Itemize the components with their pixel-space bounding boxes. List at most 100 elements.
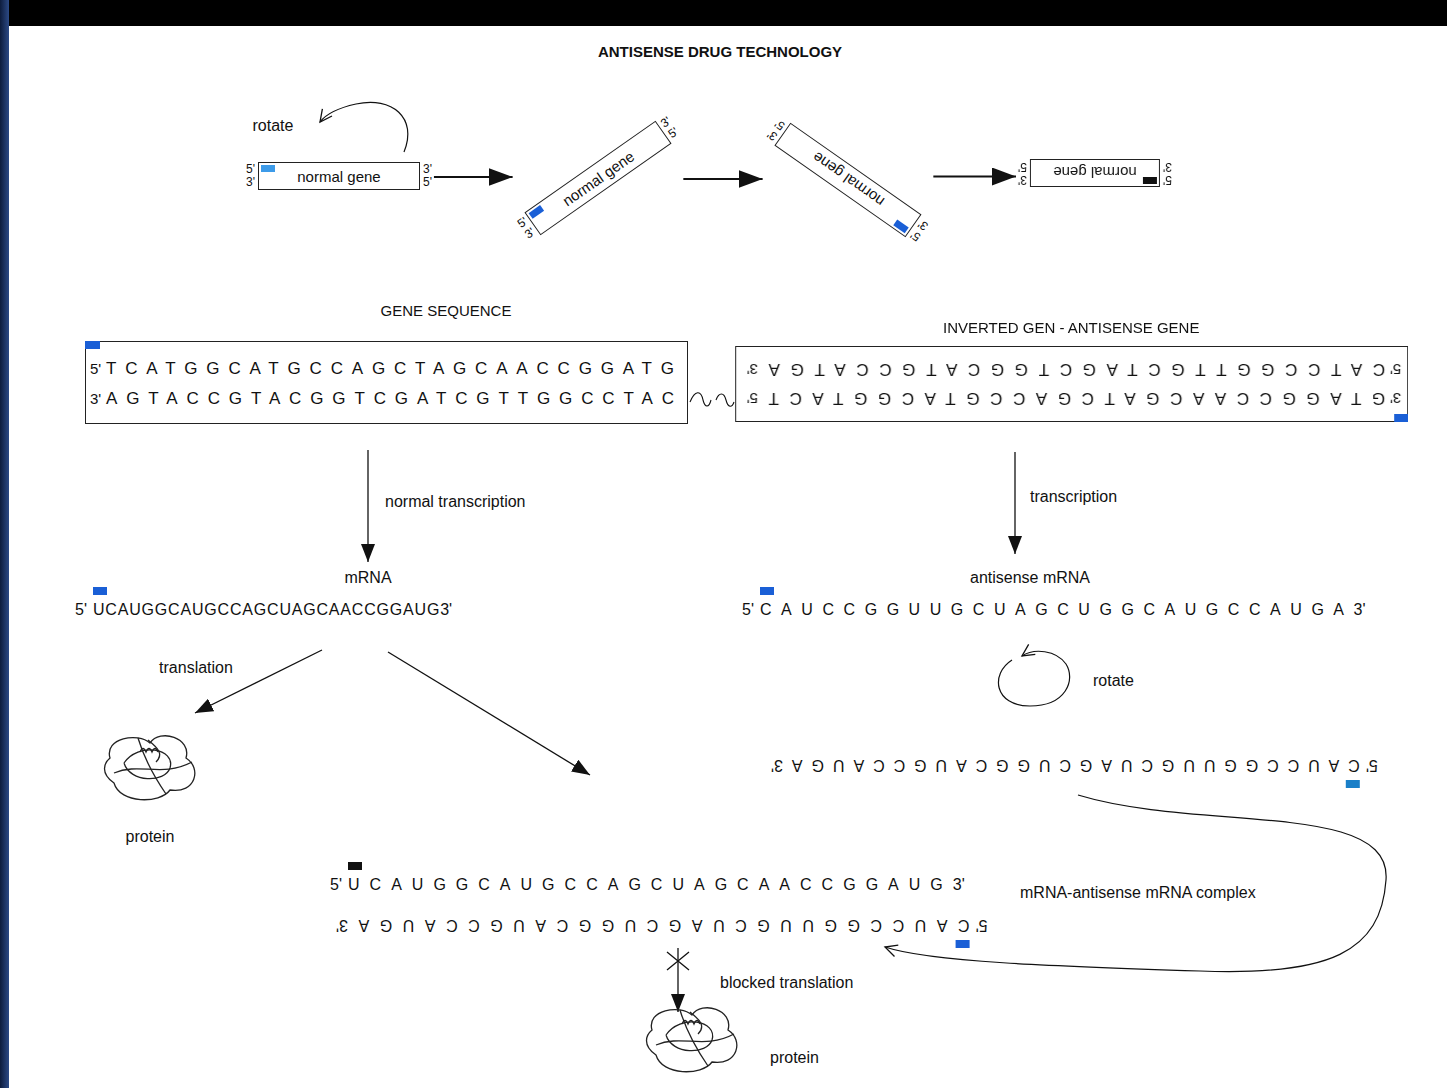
strand-ends: 5'3' <box>1163 160 1172 186</box>
sequence-line: 5'UCAUGGCAUGCCAGCUAGCAACCGGAUG3' <box>330 874 971 896</box>
text-label: transcription <box>1030 487 1117 507</box>
rotate-arrow <box>320 102 408 152</box>
sequence-text: GTAGGCCAACGATCGACCGTACGGTACT <box>758 384 1385 413</box>
strand-end: 5' <box>1360 754 1378 776</box>
gene-rect: normal gene <box>524 121 671 236</box>
gene-box: 5'3'normal gene3'5' <box>515 114 682 242</box>
sequence-row: 3'AGTACCGTACGGTCGATCGTTGGCCTAC <box>90 384 683 414</box>
sequence-box: INVERTED GEN - ANTISENSE GENE3'GTAGGCCAA… <box>735 346 1408 422</box>
strand-ends: 3'5' <box>1018 160 1027 186</box>
sequence-row: 5'TCATGGCATGCCAGCTAGCAACCGGATG <box>90 354 683 384</box>
strand-end: 5' <box>423 176 432 189</box>
strand-end: 3' <box>953 874 971 896</box>
strand-end: 5' <box>330 874 348 896</box>
sequence-box: GENE SEQUENCE5'TCATGGCATGCCAGCTAGCAACCGG… <box>85 341 688 424</box>
gene-rect: normal gene <box>774 123 921 238</box>
strand-ends: 3'5' <box>423 163 432 189</box>
block-cross <box>667 952 689 970</box>
strand-end: 3' <box>1018 173 1027 186</box>
sequence-text: AGTACCGTACGGTCGATCGTTGGCCTAC <box>106 384 683 414</box>
gene-label: normal gene <box>809 149 887 211</box>
gene-rect: normal gene <box>258 162 420 190</box>
transcription-arrow <box>1014 452 1015 554</box>
top-band <box>0 0 1447 26</box>
sequence-text: CAUCCGGUUGCUAGCUGGCAUGCCAUGA <box>348 914 970 936</box>
strand-end: 3' <box>1385 384 1401 413</box>
strand-marker <box>529 205 544 219</box>
strand-end: 3' <box>1163 160 1172 173</box>
strand-end: 5' <box>90 354 106 384</box>
strand-end: 5' <box>970 914 988 936</box>
sequence-text: TCATGGCATGCCAGCTAGCAACCGGATG <box>106 354 683 384</box>
strand-end: 5' <box>1163 173 1172 186</box>
strand-end: 3' <box>742 355 758 384</box>
box-heading: GENE SEQUENCE <box>381 302 512 320</box>
strand-end: 3' <box>1354 599 1372 621</box>
strand-ends: 5'3' <box>246 163 255 189</box>
gene-rect: normal gene <box>1030 159 1160 187</box>
sequence-text: CATCCGGTTGCTAGCTGGCATGCCATGA <box>758 355 1385 384</box>
text-label: protein <box>770 1048 819 1068</box>
strand-end: 3' <box>330 914 348 936</box>
text-label: mRNA <box>344 568 391 588</box>
sequence-line: 5'UCAUGGCAUGCCAGCUAGCAACCGGAUG3' <box>75 599 458 621</box>
gene-label: normal gene <box>559 147 637 209</box>
sequence-text: CAUCCGGUUGCUAGCUGGCAUGCCAUGA <box>760 599 1354 621</box>
strand-end: 3' <box>246 176 255 189</box>
sequence-row: 3'GTAGGCCAACGATCGACCGTACGGTACT5' <box>742 384 1401 413</box>
strand-end: 3' <box>916 217 931 233</box>
gene-box: 5'3'normal gene3'5' <box>765 116 932 244</box>
text-label: rotate <box>1093 671 1134 691</box>
strand-marker <box>893 219 908 233</box>
strand-end: 3' <box>440 599 458 621</box>
strand-marker <box>1394 414 1408 422</box>
strand-end: 5' <box>742 384 758 413</box>
strand-marker <box>93 587 107 595</box>
sequence-line: 5'CAUCCGGUUGCUAGCUGGCAUGCCAUGA3' <box>330 914 988 936</box>
gene-label: normal gene <box>297 168 380 185</box>
strand-end: 3' <box>90 384 106 414</box>
sequence-line: 5'CAUCCGGUUGCUAGCUGGCAUGCCAUGA3' <box>765 754 1378 776</box>
protein-blob <box>105 736 195 800</box>
blocked-arrow <box>677 948 678 1012</box>
sequence-text: UCAUGGCAUGCCAGCUAGCAACCGGAUG <box>93 599 440 621</box>
transcription-arrow <box>367 450 368 562</box>
text-label: mRNA-antisense mRNA complex <box>1020 883 1256 903</box>
join-squiggle <box>690 393 734 407</box>
strand-marker <box>348 862 362 870</box>
strand-marker <box>956 940 970 948</box>
gene-box: 5'3'normal gene3'5' <box>246 162 432 190</box>
flow-arrow <box>933 176 1016 178</box>
sequence-row: 5'CATCCGGTTGCTAGCTGGCATGCCATGA3' <box>742 355 1401 384</box>
gene-box: 5'3'normal gene3'5' <box>1018 159 1172 187</box>
strand-marker <box>760 587 774 595</box>
strand-marker <box>1346 780 1360 788</box>
strand-end: 3' <box>423 163 432 176</box>
text-label: normal transcription <box>385 492 526 512</box>
strand-end: 5' <box>1018 160 1027 173</box>
gene-label: normal gene <box>1053 165 1136 182</box>
sequence-line: 5'CAUCCGGUUGCUAGCUGGCAUGCCAUGA3' <box>742 599 1372 621</box>
strand-marker <box>1143 177 1157 184</box>
flow-arrow <box>434 176 513 178</box>
text-label: rotate <box>253 116 294 136</box>
strand-end: 5' <box>246 163 255 176</box>
text-label: blocked translation <box>720 973 853 993</box>
strand-marker <box>261 165 275 172</box>
diagram-title: ANTISENSE DRUG TECHNOLOGY <box>598 43 842 61</box>
text-label: translation <box>159 658 233 678</box>
binding-arrow <box>388 652 590 775</box>
side-strip <box>0 0 9 1088</box>
box-heading: INVERTED GEN - ANTISENSE GENE <box>943 319 1199 337</box>
protein-blob <box>647 1008 737 1072</box>
sequence-text: CAUCCGGUUGCUAGCUGGCAUGCCAUGA <box>783 754 1360 776</box>
rotate-loop <box>998 651 1069 706</box>
complex-arrow <box>885 795 1386 972</box>
text-label: antisense mRNA <box>970 568 1090 588</box>
text-label: protein <box>126 827 175 847</box>
strand-marker <box>85 341 100 349</box>
strand-end: 5' <box>742 599 760 621</box>
strand-end: 3' <box>765 754 783 776</box>
strand-end: 5' <box>75 599 93 621</box>
